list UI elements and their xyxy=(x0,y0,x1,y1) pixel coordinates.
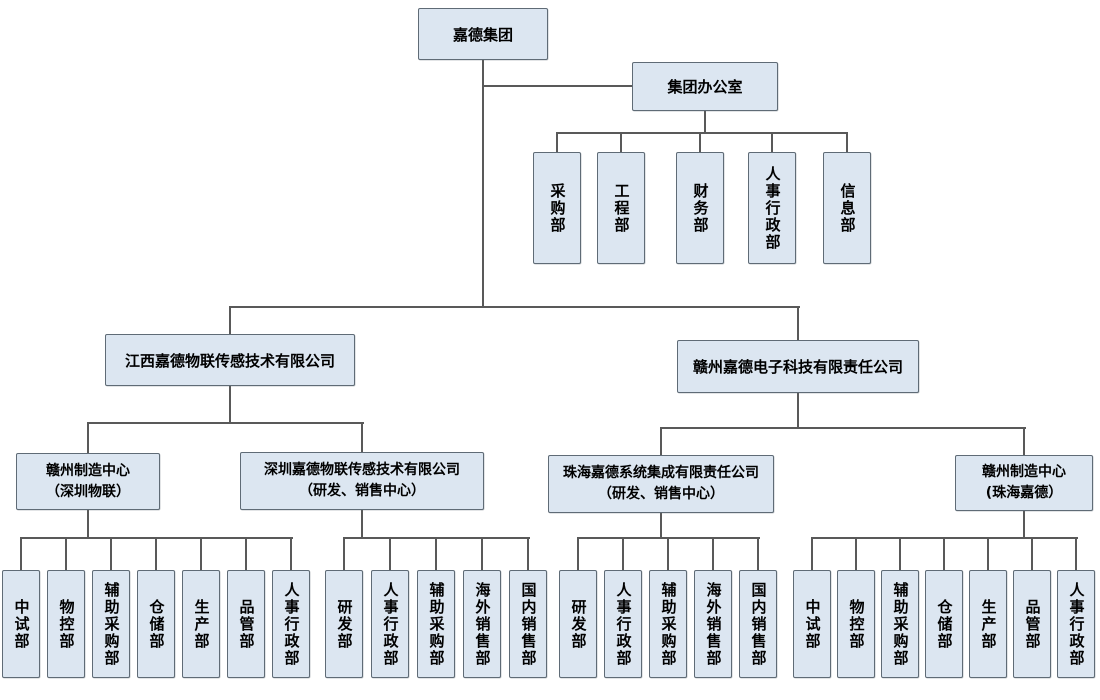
connector-drop xyxy=(435,537,437,570)
connector-sub-bar xyxy=(87,422,364,424)
connector-drop xyxy=(620,132,622,152)
connector-drop xyxy=(481,537,483,570)
node-center-ganzhou-shenzhen: 赣州制造中心 （深圳物联） xyxy=(16,453,160,510)
connector-drop xyxy=(110,537,112,570)
node-dept: 品管部 xyxy=(1013,570,1051,678)
connector-drop xyxy=(797,306,799,340)
node-company-zhuhai: 珠海嘉德系统集成有限责任公司 （研发、销售中心） xyxy=(548,455,774,513)
connector-drop xyxy=(1031,537,1033,570)
connector-drop xyxy=(699,132,701,152)
connector-drop xyxy=(20,537,22,570)
node-dept: 中试部 xyxy=(2,570,40,678)
node-dept: 国内销售部 xyxy=(739,570,777,678)
node-dept: 生产部 xyxy=(969,570,1007,678)
node-dept: 中试部 xyxy=(793,570,831,678)
connector-drop xyxy=(229,306,231,334)
node-dept: 辅助采购部 xyxy=(417,570,455,678)
node-dept: 人事行政部 xyxy=(1057,570,1095,678)
connector-drop xyxy=(155,537,157,570)
connector-drop xyxy=(245,537,247,570)
node-dept: 研发部 xyxy=(325,570,363,678)
connector-drop xyxy=(811,537,813,570)
node-dept: 物控部 xyxy=(47,570,85,678)
node-dept: 海外销售部 xyxy=(694,570,732,678)
connector-group-trunk xyxy=(361,510,363,539)
connector-drop xyxy=(87,422,89,453)
connector-office-bar xyxy=(556,132,848,134)
connector-root-trunk xyxy=(482,60,484,308)
node-dept: 物控部 xyxy=(837,570,875,678)
connector-office-trunk xyxy=(704,111,706,134)
node-group-office: 集团办公室 xyxy=(632,62,778,111)
connector-drop xyxy=(987,537,989,570)
node-dept: 辅助采购部 xyxy=(881,570,919,678)
node-dept: 辅助采购部 xyxy=(92,570,130,678)
node-dept: 仓储部 xyxy=(925,570,963,678)
node-dept: 研发部 xyxy=(559,570,597,678)
connector-drop xyxy=(1075,537,1077,570)
connector-drop xyxy=(389,537,391,570)
node-company-shenzhen: 深圳嘉德物联传感技术有限公司 （研发、销售中心） xyxy=(240,452,484,510)
connector-drop xyxy=(577,537,579,570)
connector-drop xyxy=(855,537,857,570)
node-dept: 仓储部 xyxy=(137,570,175,678)
connector-sub-bar xyxy=(660,427,1026,429)
connector-drop xyxy=(667,537,669,570)
connector-drop xyxy=(899,537,901,570)
node-dept: 辅助采购部 xyxy=(649,570,687,678)
node-dept: 采购部 xyxy=(533,152,581,264)
connector-drop xyxy=(622,537,624,570)
connector-root-office xyxy=(482,85,632,87)
connector-drop xyxy=(757,537,759,570)
node-dept: 信息部 xyxy=(823,152,871,264)
connector-drop xyxy=(527,537,529,570)
connector-drop xyxy=(200,537,202,570)
connector-drop xyxy=(771,132,773,152)
node-group-root: 嘉德集团 xyxy=(418,8,548,60)
connector-group-trunk xyxy=(1023,511,1025,539)
node-dept: 品管部 xyxy=(227,570,265,678)
connector-drop xyxy=(846,132,848,152)
node-center-ganzhou-zhuhai: 赣州制造中心 (珠海嘉德） xyxy=(955,455,1093,511)
node-subsidiary-ganzhou: 赣州嘉德电子科技有限责任公司 xyxy=(677,340,919,393)
node-dept: 生产部 xyxy=(182,570,220,678)
connector-drop xyxy=(65,537,67,570)
node-dept: 人事行政部 xyxy=(272,570,310,678)
connector-group-trunk xyxy=(87,510,89,539)
connector-main-bar xyxy=(229,306,800,308)
connector-sub-trunk xyxy=(797,393,799,429)
node-dept: 工程部 xyxy=(597,152,645,264)
connector-drop xyxy=(943,537,945,570)
connector-drop xyxy=(343,537,345,570)
connector-sub-trunk xyxy=(229,386,231,423)
node-dept: 人事行政部 xyxy=(748,152,796,264)
connector-drop xyxy=(361,422,363,452)
node-dept: 国内销售部 xyxy=(509,570,547,678)
node-dept: 海外销售部 xyxy=(463,570,501,678)
connector-drop xyxy=(1023,427,1025,455)
connector-drop xyxy=(290,537,292,570)
connector-drop xyxy=(712,537,714,570)
node-dept: 人事行政部 xyxy=(371,570,409,678)
node-dept: 财务部 xyxy=(676,152,724,264)
connector-group-trunk xyxy=(660,513,662,539)
node-subsidiary-jiangxi: 江西嘉德物联传感技术有限公司 xyxy=(105,334,355,386)
node-dept: 人事行政部 xyxy=(604,570,642,678)
connector-drop xyxy=(556,132,558,152)
connector-drop xyxy=(660,427,662,455)
